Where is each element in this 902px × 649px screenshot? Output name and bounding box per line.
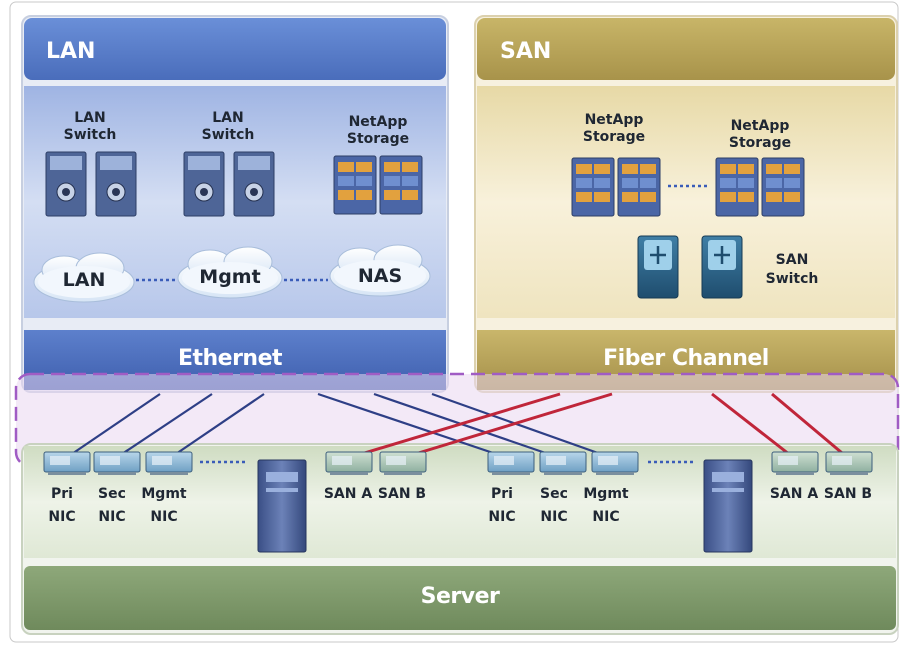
cloud-nas-label: NAS	[358, 265, 402, 287]
san-title: SAN	[500, 39, 551, 64]
san-netapp-storage-2: NetApp Storage	[715, 118, 805, 217]
san-netapp-storage-1: NetApp Storage	[571, 112, 661, 217]
san-switch-icon	[637, 235, 679, 299]
nic-card-icon	[145, 451, 193, 475]
nic-label-line1: Pri	[51, 486, 73, 502]
storage-array-icon	[617, 157, 661, 217]
hba-card-icon	[771, 451, 819, 475]
link-san-a-2	[711, 392, 795, 460]
nic-card-icon	[591, 451, 639, 475]
nic-label-line1: Sec	[98, 486, 126, 502]
hba-label: SAN A	[770, 486, 819, 502]
server-label: Server	[421, 584, 500, 609]
lan-netapp-storage: NetApp Storage	[333, 114, 423, 215]
storage-array-icon	[379, 155, 423, 215]
link-pri-nic-1	[65, 393, 161, 459]
lan-clouds: LAN Mgmt NAS	[33, 244, 431, 303]
nic-card-icon	[93, 451, 141, 475]
server-box-icon	[703, 459, 753, 553]
lan-header	[24, 18, 446, 80]
san-storage-1-label-line2: Storage	[583, 129, 645, 145]
lan-title: LAN	[46, 39, 95, 64]
nic-label-line1: Mgmt	[583, 486, 629, 502]
hba-card-icon	[825, 451, 873, 475]
lan-switch-1-label-line2: Switch	[64, 127, 117, 143]
storage-array-icon	[761, 157, 805, 217]
san-body	[477, 86, 895, 318]
lan-switch-icon	[45, 151, 87, 217]
cloud-icon	[329, 244, 431, 297]
storage-array-icon	[715, 157, 759, 217]
cloud-lan-label: LAN	[63, 269, 106, 291]
link-san-a-1	[347, 392, 561, 460]
nic-card-icon	[539, 451, 587, 475]
ethernet-links	[65, 392, 613, 460]
fiber-channel-label: Fiber Channel	[603, 346, 769, 371]
link-mgmt-nic-2	[431, 392, 613, 460]
nic-label-line2: NIC	[592, 509, 619, 525]
san-panel: SAN Fiber Channel	[474, 15, 898, 393]
server-band	[24, 566, 896, 630]
lan-switch-group-1: LAN Switch	[45, 110, 137, 217]
nic-label-line1: Mgmt	[141, 486, 187, 502]
lan-switch-icon	[95, 151, 137, 217]
lan-storage-label-line1: NetApp	[349, 114, 408, 130]
cloud-icon	[33, 252, 135, 303]
link-san-b-2	[771, 392, 849, 460]
lan-switch-2-label-line1: LAN	[212, 110, 243, 126]
san-storage-1-label-line1: NetApp	[585, 112, 644, 128]
hba-card-icon	[325, 451, 373, 475]
lan-switch-icon	[183, 151, 225, 217]
san-storage-2-label-line2: Storage	[729, 135, 791, 151]
cloud-icon	[177, 246, 283, 299]
hba-card-icon	[379, 451, 427, 475]
link-san-b-1	[401, 392, 613, 460]
fc-links	[347, 392, 849, 460]
nic-label-line2: NIC	[488, 509, 515, 525]
nic-label-line1: Pri	[491, 486, 513, 502]
link-sec-nic-1	[115, 393, 213, 459]
lan-switch-2-label-line2: Switch	[202, 127, 255, 143]
nic-label-line1: Sec	[540, 486, 568, 502]
nic-card-icon	[43, 451, 91, 475]
nic-label-line2: NIC	[48, 509, 75, 525]
nic-label-line2: NIC	[540, 509, 567, 525]
san-switch-group: SAN Switch	[637, 235, 819, 299]
hba-label: SAN A	[324, 486, 373, 502]
san-switch-label-line1: SAN	[776, 252, 809, 268]
storage-array-icon	[333, 155, 377, 215]
lan-storage-label-line2: Storage	[347, 131, 409, 147]
ethernet-label: Ethernet	[178, 346, 283, 371]
hba-label: SAN B	[824, 486, 872, 502]
cloud-mgmt-label: Mgmt	[199, 266, 260, 288]
link-mgmt-nic-1	[169, 393, 265, 459]
nic-label-line2: NIC	[150, 509, 177, 525]
storage-array-icon	[571, 157, 615, 217]
san-switch-label-line2: Switch	[766, 271, 819, 287]
lan-switch-group-2: LAN Switch	[183, 110, 275, 217]
lan-switch-1-label-line1: LAN	[74, 110, 105, 126]
link-pri-nic-2	[317, 392, 509, 460]
san-switch-icon	[701, 235, 743, 299]
nic-label-line2: NIC	[98, 509, 125, 525]
san-header	[477, 18, 895, 80]
server-box-icon	[257, 459, 307, 553]
link-sec-nic-2	[373, 392, 561, 460]
hba-label: SAN B	[378, 486, 426, 502]
san-storage-2-label-line1: NetApp	[731, 118, 790, 134]
nic-card-icon	[487, 451, 535, 475]
lan-switch-icon	[233, 151, 275, 217]
